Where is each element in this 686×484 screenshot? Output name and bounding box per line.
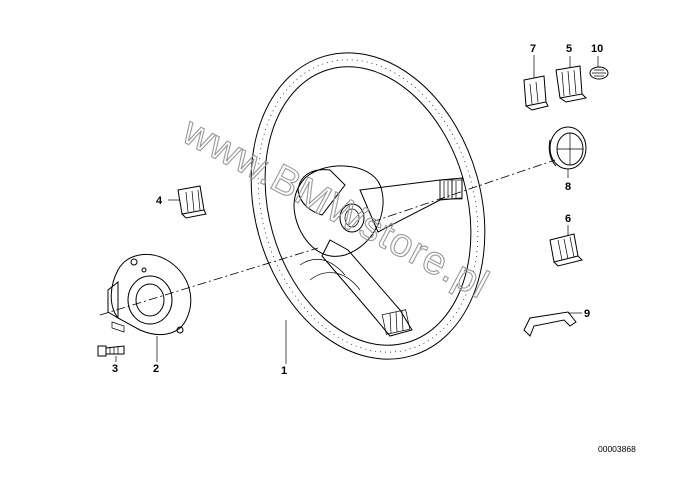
- screw-icon[interactable]: [97, 345, 125, 357]
- spoke-grip-lower: [381, 309, 411, 335]
- callouts: 1 2 3 4 5 6 7 8 9 10: [112, 43, 603, 377]
- callout-8: 8: [565, 181, 571, 193]
- callout-9: 9: [584, 308, 590, 320]
- clip-icon-5[interactable]: [555, 65, 588, 103]
- clip-icon-6[interactable]: [549, 233, 583, 267]
- callout-4: 4: [156, 195, 163, 207]
- clip-icon-4[interactable]: [177, 185, 207, 219]
- callout-5: 5: [566, 43, 572, 55]
- callout-3: 3: [112, 363, 118, 375]
- contact-ring-icon[interactable]: [107, 253, 192, 336]
- emblem-icon[interactable]: [589, 66, 609, 80]
- steering-wheel-icon[interactable]: [216, 25, 519, 387]
- trim-strip-icon[interactable]: [523, 311, 577, 337]
- callout-2: 2: [153, 363, 159, 375]
- clip-icon-7[interactable]: [523, 75, 549, 111]
- callout-7: 7: [530, 43, 536, 55]
- callout-6: 6: [565, 213, 571, 225]
- callout-10: 10: [591, 43, 603, 55]
- badge-icon[interactable]: [548, 126, 587, 170]
- leader-lines: [115, 55, 599, 364]
- watermark: www.BMWstore.pl: [175, 109, 496, 308]
- drawing-number: 00003868: [598, 444, 636, 454]
- spoke-grip-right: [439, 179, 463, 200]
- callout-1: 1: [281, 365, 287, 377]
